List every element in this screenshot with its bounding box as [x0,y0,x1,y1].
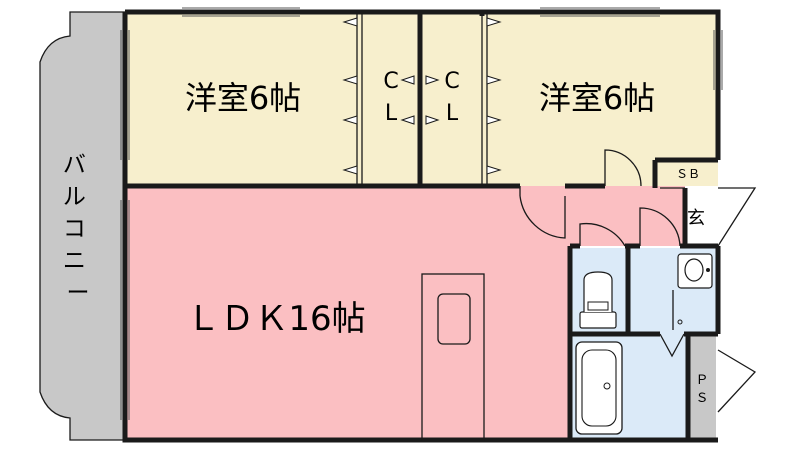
washbasin [672,253,713,330]
ldk-label: ＬＤＫ16帖 [186,299,365,339]
closet-right [420,12,482,186]
swing-doors [519,149,757,413]
door-marker [400,75,415,85]
door-swing-entrance [717,187,757,247]
door-marker [486,165,502,175]
western-room-right-label: 洋室6帖 [539,79,655,117]
balcony: バ ル コ ニ ー [39,11,126,441]
washbasin-bowl [684,258,704,282]
kitchen-counter [421,273,485,441]
balcony-char-3: コ [63,216,86,242]
exterior-wall [122,9,721,443]
bathtub-outer [575,341,623,435]
kitchen-island [421,273,485,441]
pipe-space [688,334,716,440]
door-marker [400,115,415,125]
closet-right-label-bottom: L [446,101,459,126]
shoe-box-label: ＳＢ [676,167,700,181]
toilet-tank [579,311,617,329]
door-swing-wc [579,222,626,247]
western-room-right [482,12,718,186]
door-marker [425,75,440,85]
pipe-space-label-bottom: Ｓ [695,391,708,406]
door-marker [342,75,358,85]
bathtub [575,333,685,435]
closet-doors-left [342,14,415,184]
door-marker [486,75,502,85]
bathtub-inner [581,349,617,427]
closet-left-label-top: C [383,69,398,94]
kitchen-sink [437,293,471,345]
door-swing-room-right [604,149,642,187]
door-marker [342,115,358,125]
closet-left-label-bottom: L [385,101,398,126]
door-marker [486,17,502,27]
door-swing-ps [717,349,757,413]
ldk-hall [570,186,685,246]
door-swing-ldk [519,186,566,239]
balcony-char-2: ル [63,184,86,210]
ldk-room [125,186,660,440]
closet-left [362,12,420,186]
balcony-label: バ ル コ ニ ー [63,152,93,306]
bathtub-drain [603,382,611,390]
door-marker [425,115,440,125]
entrance-label: 玄 [687,208,705,229]
toilet-seat [587,301,609,311]
western-room-left [125,12,362,186]
balcony-char-1: バ [63,152,86,178]
bath-door [659,333,685,358]
drain-icon [677,319,683,325]
balcony-char-4: ニ [63,248,86,274]
door-marker [486,115,502,125]
door-marker [342,17,358,27]
western-room-left-label: 洋室6帖 [185,79,301,117]
balcony-char-5: ー [67,280,90,306]
pipe-space-label-top: Ｐ [695,373,708,388]
balcony-area [39,11,126,441]
door-marker [342,165,358,175]
closet-doors-right [425,14,502,184]
door-swing-wash [639,207,681,247]
toilet [579,271,617,329]
washbasin-tap [706,268,710,272]
closet-right-label-top: C [444,69,459,94]
windows [120,7,723,420]
